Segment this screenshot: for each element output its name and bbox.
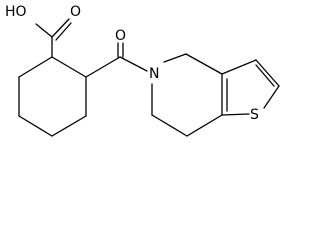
bond-c3-c2-inner <box>255 64 275 87</box>
atom-label-carboxyl-oxygen: O <box>70 4 81 20</box>
bond-ring-c1-c2 <box>51 56 87 78</box>
amide-carbonyl-group <box>85 42 148 78</box>
bond-carboxyl-oh <box>35 23 53 38</box>
thiophene-ring <box>221 59 280 116</box>
bond-ring-c3-c4 <box>51 115 87 137</box>
carboxylic-acid-group <box>35 18 72 58</box>
atom-label-sulfur: S <box>250 107 259 123</box>
bond-n-ch2-upper <box>163 53 187 63</box>
atom-label-amide-oxygen: O <box>115 28 126 44</box>
tetrahydropyridine-ring <box>151 53 223 137</box>
bond-c7a-ch2 <box>186 114 223 137</box>
bond-carboxyl-double-o-2 <box>55 22 72 41</box>
bond-c2-s <box>263 85 280 109</box>
molecule-structure: HO O O N S <box>5 4 280 137</box>
atom-label-hydroxyl: HO <box>5 4 27 20</box>
bond-ring-c6-c1 <box>18 56 53 78</box>
bond-amide-c-n <box>119 56 148 72</box>
bond-ring-c4-c5 <box>18 115 53 137</box>
bond-ch2-c3a <box>185 53 223 75</box>
cyclohexane-ring <box>18 56 87 137</box>
bond-ring-to-amide <box>85 56 121 78</box>
bond-s-c7a <box>221 113 250 116</box>
atom-label-nitrogen: N <box>149 66 159 82</box>
bond-carboxyl-double-o-1 <box>51 18 70 38</box>
bond-c3a-c3 <box>221 59 257 75</box>
bond-c3-c2-outer <box>255 59 280 87</box>
bond-ch2-ch2 <box>151 114 188 137</box>
